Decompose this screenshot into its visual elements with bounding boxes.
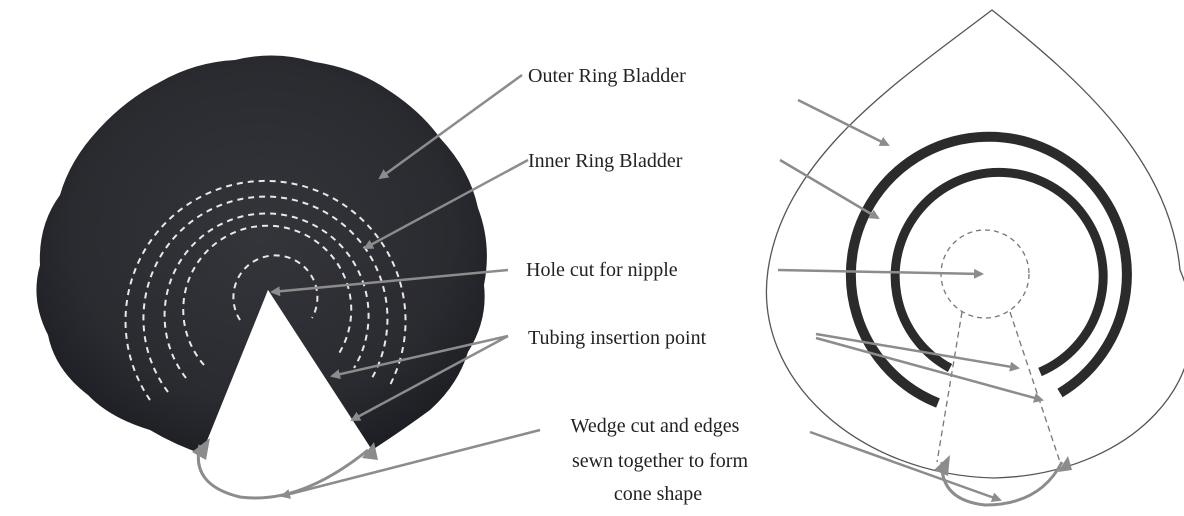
label-wedge-line-1: Wedge cut and edges [571, 415, 740, 437]
schematic-wedge-arrowhead-left [934, 455, 950, 476]
arrow-inner-right [780, 160, 878, 218]
label-inner-ring-bladder: Inner Ring Bladder [528, 150, 683, 172]
label-hole-cut-for-nipple: Hole cut for nipple [526, 259, 678, 281]
label-tubing-insertion-point: Tubing insertion point [528, 327, 707, 349]
arrow-hole-right [778, 270, 982, 274]
labels: Outer Ring Bladder Inner Ring Bladder Ho… [526, 65, 748, 505]
schematic [766, 10, 1184, 505]
arrow-outer-right [798, 100, 888, 145]
label-wedge-line-2: sewn together to form [572, 450, 749, 472]
schematic-wedge-arc [942, 462, 1062, 505]
label-outer-ring-bladder: Outer Ring Bladder [528, 65, 686, 87]
arrow-wedge-right [810, 432, 1000, 500]
label-wedge-line-3: cone shape [614, 483, 702, 505]
wedge-line-right [1010, 312, 1060, 462]
wedge-line-left [937, 312, 962, 462]
fabric-photo [36, 55, 486, 498]
